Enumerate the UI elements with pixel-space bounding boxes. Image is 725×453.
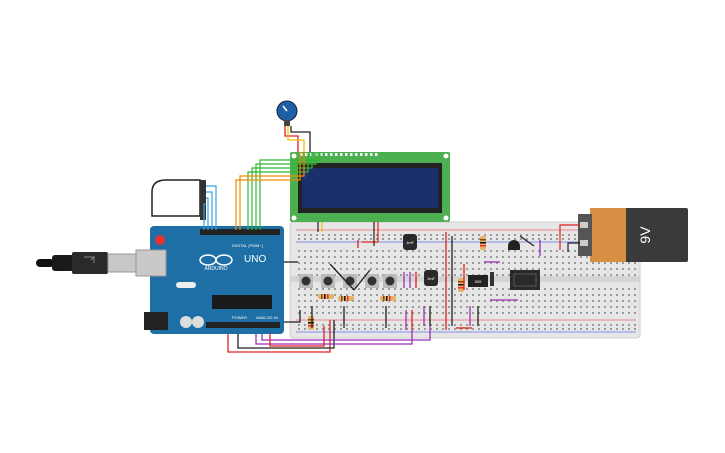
crystal — [176, 282, 196, 288]
lcd-display[interactable] — [290, 152, 450, 222]
sensor-wires — [203, 185, 217, 230]
capacitor-right — [192, 316, 204, 328]
resistor-6[interactable] — [480, 236, 486, 250]
capacitor-left — [180, 316, 192, 328]
usb-cable[interactable] — [36, 252, 137, 274]
ic-label: 555 — [475, 279, 482, 284]
pushbutton-1[interactable] — [299, 274, 313, 288]
capacitor-1-label: 1mF — [406, 240, 415, 245]
arduino-logo-icon-right — [215, 254, 233, 266]
arduino-bottom-wires — [227, 261, 431, 353]
diode[interactable] — [490, 272, 494, 286]
arduino-brand-label: ARDUINO — [204, 266, 227, 272]
digital-header-label: DIGITAL (PWM~) — [232, 243, 264, 248]
lcd-screen — [302, 168, 438, 208]
resistor-5[interactable] — [458, 278, 464, 292]
capacitor-2[interactable]: 1mF — [424, 270, 438, 286]
microcontroller-chip — [212, 295, 272, 309]
pushbutton-4[interactable] — [365, 274, 379, 288]
pushbuttons — [299, 274, 397, 288]
capacitor-1[interactable]: 1mF — [403, 234, 417, 250]
pushbutton-3[interactable] — [343, 274, 357, 288]
potentiometer[interactable] — [276, 100, 298, 126]
usb-port — [135, 249, 167, 277]
power-jack — [144, 312, 168, 330]
breadboard[interactable] — [289, 221, 641, 339]
capacitor-2-label: 1mF — [427, 276, 436, 281]
analog-header-label: ANALOG IN — [256, 315, 278, 320]
resistor-2[interactable] — [338, 296, 354, 301]
pushbutton-5[interactable] — [383, 274, 397, 288]
battery-9v[interactable]: 9V — [578, 208, 688, 262]
arduino-model-label: UNO — [244, 254, 266, 265]
battery-voltage-label: 9V — [637, 226, 653, 244]
analog-header — [206, 322, 280, 328]
reset-button[interactable] — [155, 235, 165, 245]
pushbutton-2[interactable] — [321, 274, 335, 288]
breadboard-wires — [311, 232, 541, 330]
arduino-uno[interactable]: ARDUINO UNO DIGITAL (PWM~) POWER ANALOG … — [135, 226, 284, 334]
resistor-3[interactable] — [380, 296, 396, 301]
battery-wires — [559, 224, 580, 252]
lcd-data-wires — [235, 152, 379, 246]
sensor-module[interactable] — [151, 179, 206, 220]
relay-module[interactable] — [510, 270, 540, 290]
digital-header — [200, 229, 280, 235]
ic-555[interactable]: 555 — [468, 275, 488, 287]
transistor[interactable] — [508, 240, 520, 250]
power-header-label: POWER — [232, 315, 247, 320]
resistor-4[interactable] — [308, 316, 314, 330]
potentiometer-wires — [284, 126, 311, 152]
resistor-1[interactable] — [318, 294, 334, 299]
